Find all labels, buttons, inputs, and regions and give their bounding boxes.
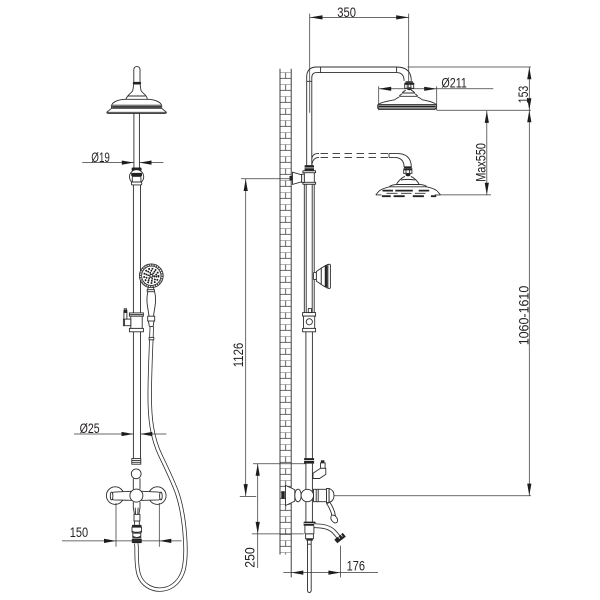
svg-text:150: 150	[70, 525, 88, 540]
svg-text:153: 153	[516, 86, 531, 103]
svg-text:350: 350	[337, 5, 356, 20]
svg-text:Ø19: Ø19	[91, 150, 110, 165]
svg-text:250: 250	[242, 547, 257, 567]
svg-text:176: 176	[347, 558, 365, 573]
svg-text:Ø25: Ø25	[80, 421, 100, 436]
svg-text:Ø211: Ø211	[441, 75, 467, 90]
svg-text:Max550: Max550	[473, 143, 488, 182]
svg-text:1060-1610: 1060-1610	[516, 286, 531, 346]
svg-text:1126: 1126	[231, 343, 246, 368]
